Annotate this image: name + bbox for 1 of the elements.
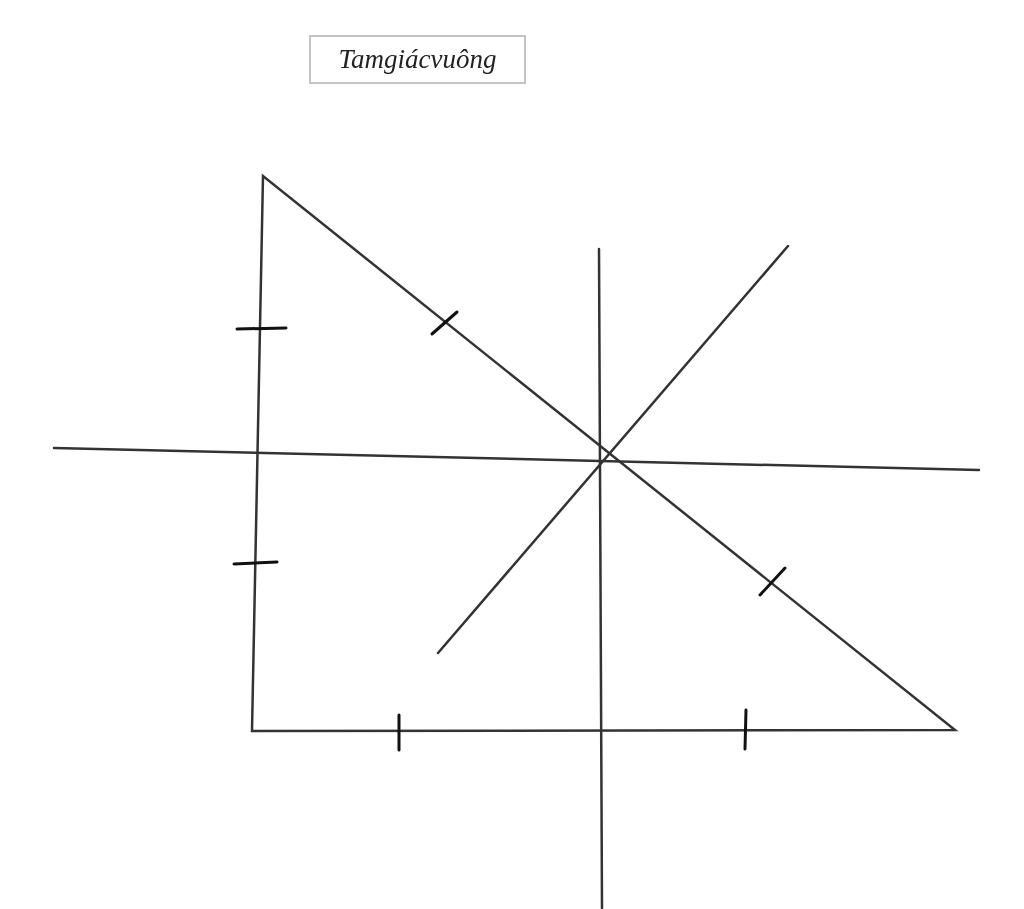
title: Tamgiácvuông — [309, 35, 526, 84]
